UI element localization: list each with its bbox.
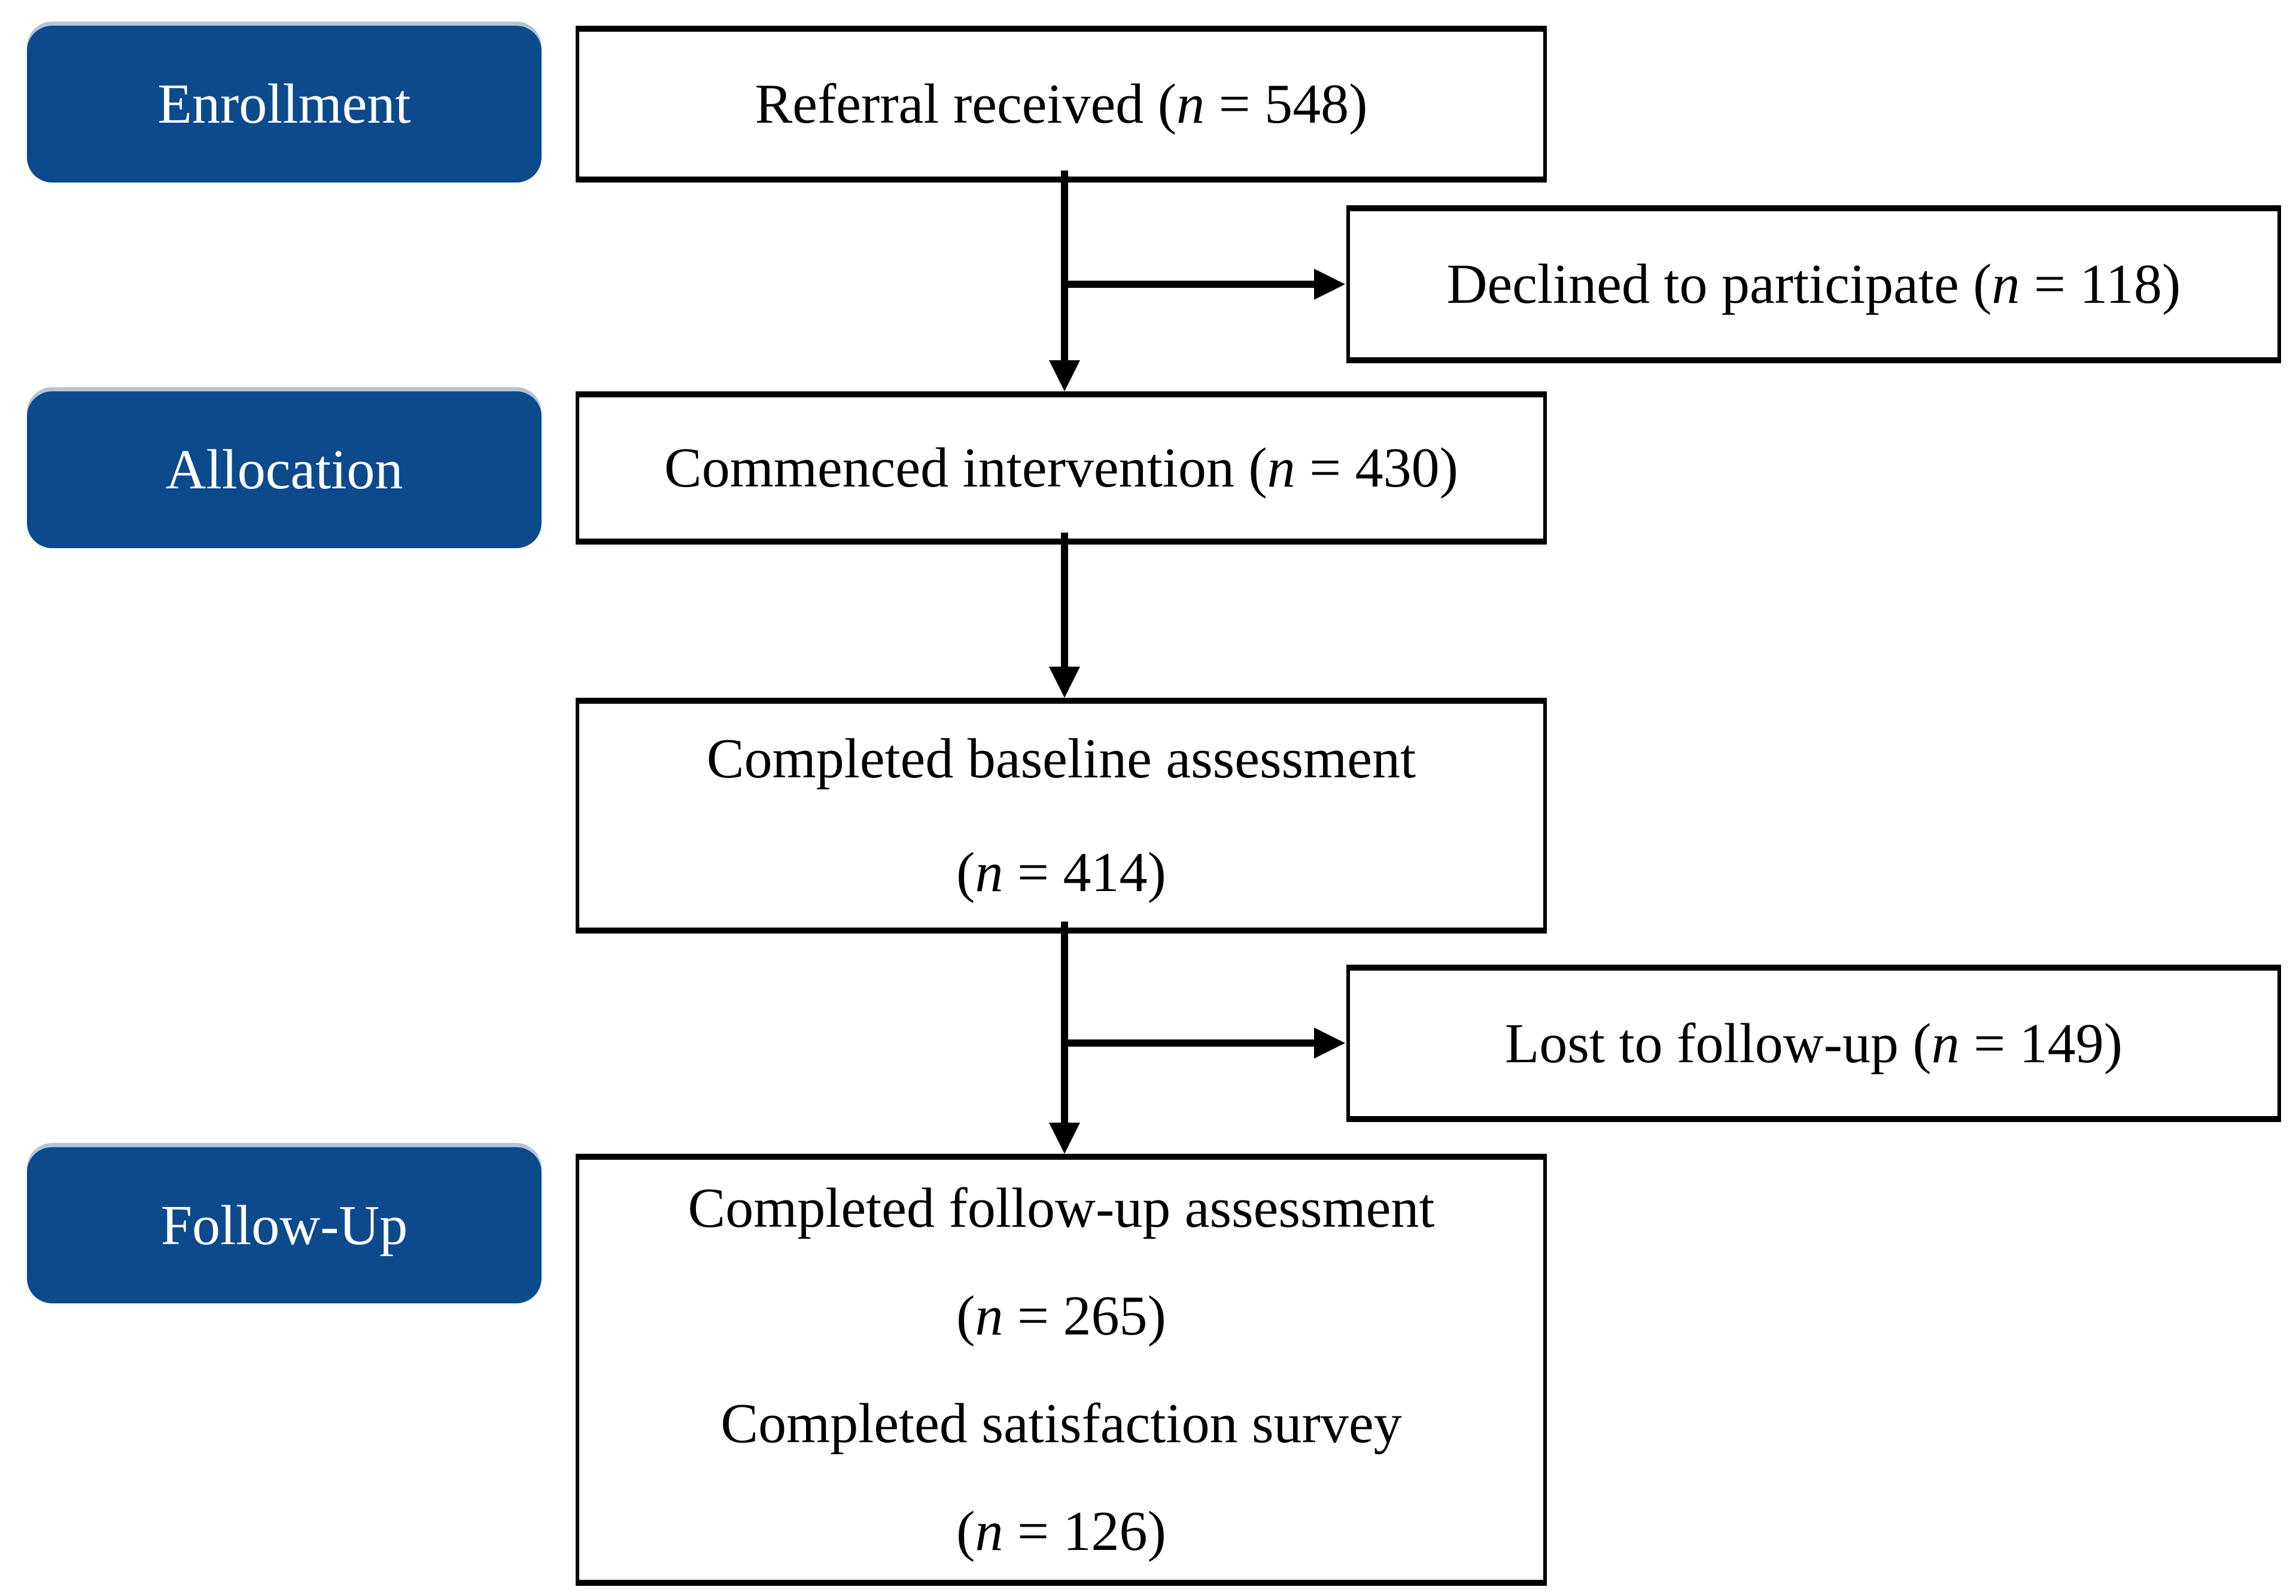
arrow-line-referral-to-commenced <box>1061 171 1068 365</box>
stage-label-allocation: Allocation <box>165 439 403 501</box>
flow-box-follow-up: Completed follow-up assessment (n = 265)… <box>576 1154 1547 1586</box>
arrowhead-down-follow-up <box>1049 1123 1080 1154</box>
stage-box-enrollment: Enrollment <box>27 26 542 183</box>
arrow-line-branch-lost <box>1065 1039 1316 1047</box>
box-text-line: Completed satisfaction survey <box>720 1393 1402 1455</box>
side-box-declined: Declined to participate (n = 118) <box>1346 205 2281 363</box>
arrow-line-branch-declined <box>1065 281 1316 288</box>
arrow-line-baseline-to-follow-up <box>1061 922 1068 1128</box>
box-text-line: (n = 265) <box>956 1285 1166 1347</box>
flow-box-referral: Referral received (n = 548) <box>576 26 1547 183</box>
arrowhead-right-declined <box>1314 269 1345 300</box>
stage-label-follow-up: Follow-Up <box>160 1194 408 1257</box>
box-text-line: (n = 414) <box>956 841 1166 904</box>
side-box-lost: Lost to follow-up (n = 149) <box>1346 965 2281 1122</box>
arrowhead-down-commenced <box>1049 360 1080 391</box>
box-text-line: Declined to participate (n = 118) <box>1446 253 2181 315</box>
box-text-line: Lost to follow-up (n = 149) <box>1504 1012 2123 1075</box>
flow-box-commenced: Commenced intervention (n = 430) <box>576 391 1547 545</box>
box-text-line: (n = 126) <box>956 1500 1166 1562</box>
box-text-line: Commenced intervention (n = 430) <box>664 437 1458 499</box>
box-text-line: Referral received (n = 548) <box>755 73 1368 135</box>
box-text-line: Completed baseline assessment <box>706 728 1416 790</box>
arrow-line-commenced-to-baseline <box>1061 533 1068 673</box>
arrowhead-down-baseline <box>1049 667 1080 698</box>
stage-label-enrollment: Enrollment <box>157 73 411 135</box>
box-text-line: Completed follow-up assessment <box>688 1177 1435 1239</box>
stage-box-follow-up: Follow-Up <box>27 1147 542 1303</box>
arrowhead-right-lost <box>1314 1027 1345 1059</box>
flow-box-baseline: Completed baseline assessment (n = 414) <box>576 698 1547 934</box>
stage-box-allocation: Allocation <box>27 391 542 548</box>
